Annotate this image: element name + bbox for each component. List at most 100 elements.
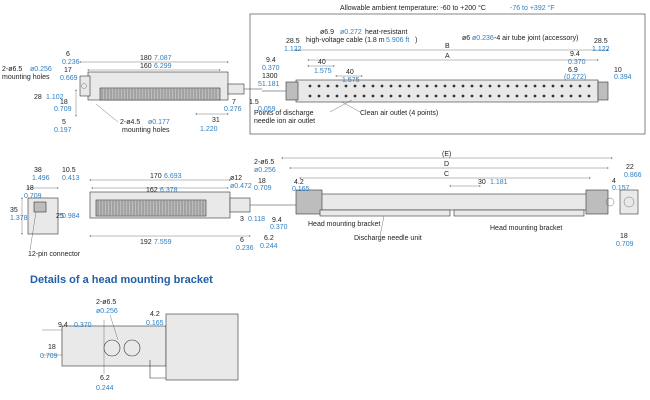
temp-label-f: -76 to +392 °F <box>510 4 555 12</box>
d38-mm: 38 <box>34 167 42 174</box>
detail-d94-in: 0.370 <box>74 322 92 329</box>
discharge-point <box>407 84 411 88</box>
dim-28-in: 1.102 <box>46 94 64 101</box>
detail-lip <box>149 360 166 379</box>
dim-180-mm: 180 <box>140 55 152 62</box>
dim-18-in: 0.709 <box>54 106 72 113</box>
note-clean: Clean air outlet (4 points) <box>360 110 438 117</box>
discharge-point <box>452 84 456 88</box>
mount-holes-in: ø0.256 <box>30 66 52 73</box>
discharge-point <box>560 94 564 98</box>
tube-label: -4 air tube joint (accessory) <box>494 35 578 42</box>
discharge-point <box>416 94 420 98</box>
discharge-point <box>407 94 411 98</box>
letter-E: (E) <box>442 151 451 158</box>
connector-socket <box>33 201 47 213</box>
discharge-point <box>470 84 474 88</box>
discharge-point <box>398 84 402 88</box>
discharge-point <box>434 84 438 88</box>
discharge-point <box>479 84 483 88</box>
heat-sink-fins <box>101 89 217 99</box>
top-right-view: ø6.9 ø0.272 heat-resistant high-voltage … <box>249 13 646 135</box>
discharge-point <box>578 94 582 98</box>
discharge-point <box>425 94 429 98</box>
discharge-point <box>344 84 348 88</box>
d35-in: 1.378 <box>10 215 28 222</box>
letter-B: B <box>445 43 450 50</box>
discharge-point <box>479 94 483 98</box>
discharge-point <box>569 84 573 88</box>
discharge-point <box>560 84 564 88</box>
r-d94-mm: 9.4 <box>570 51 580 58</box>
d94-mm: 9.4 <box>266 57 276 64</box>
discharge-point <box>362 84 366 88</box>
heat-sink-mid <box>95 199 207 217</box>
d40b-mm: 40 <box>346 69 354 76</box>
discharge-point <box>380 94 384 98</box>
dim-6-in: 0.236 <box>62 59 80 66</box>
discharge-point <box>461 94 465 98</box>
cable-gland-mid <box>229 197 251 213</box>
dim-7-mm: 7 <box>232 99 236 106</box>
discharge-point <box>317 94 321 98</box>
d30-mm: 30 <box>478 179 486 186</box>
discharge-point <box>416 84 420 88</box>
holes45-leader <box>95 103 119 123</box>
d40a-in: 1.575 <box>314 68 332 75</box>
discharge-point <box>308 94 312 98</box>
discharge-point <box>488 94 492 98</box>
d38-in: 1.496 <box>32 175 50 182</box>
detail-d18-in: 0.709 <box>40 353 58 360</box>
discharge-point <box>443 94 447 98</box>
detail-d42-mm: 4.2 <box>150 311 160 318</box>
mid-right-view: (E) D C 30 1.181 2-ø6.5 ø0.256 18 0.709 … <box>254 151 642 250</box>
head-bracket-right <box>585 189 609 215</box>
holes45-in: ø0.177 <box>148 119 170 126</box>
d192-mm: 192 <box>140 239 152 246</box>
detail-d62-in: 0.244 <box>96 385 114 392</box>
detail-d62-mm: 6.2 <box>100 375 110 382</box>
d62-in: 0.244 <box>260 243 278 250</box>
bar-end-left <box>285 81 299 101</box>
heat-sink-fins-mid <box>97 201 204 215</box>
holes45-mm: 2-ø4.5 <box>120 119 140 126</box>
dim-15-mm: 1.5 <box>249 99 259 106</box>
r-d10-in: 0.394 <box>614 74 632 81</box>
dim-160-mm: 160 <box>140 63 152 70</box>
r18-in: 0.709 <box>616 241 634 248</box>
cable-in: ø0.272 <box>340 29 362 36</box>
r-d10-mm: 10 <box>614 67 622 74</box>
detail-d94-mm: 9.4 <box>58 322 68 329</box>
discharge-point <box>335 94 339 98</box>
d170-in: 6.693 <box>164 173 182 180</box>
discharge-point <box>569 94 573 98</box>
d94-in: 0.370 <box>262 65 280 72</box>
dim-5-mm: 5 <box>62 119 66 126</box>
discharge-point <box>353 94 357 98</box>
mount-holes-label: mounting holes <box>2 74 50 81</box>
lbl-head1: Head mounting bracket <box>308 221 380 228</box>
d40b-in: 1.575 <box>342 77 360 84</box>
d285-in: 1.122 <box>284 46 302 53</box>
dim-160-in: 6.299 <box>154 63 172 70</box>
d3-in: 0.118 <box>248 216 265 223</box>
discharge-point <box>335 84 339 88</box>
discharge-point <box>434 94 438 98</box>
r-d69-mm: 6.9 <box>568 67 578 74</box>
d1300-mm: 1300 <box>262 73 278 80</box>
discharge-point <box>578 84 582 88</box>
cable-gland <box>227 83 245 95</box>
head-bracket-left <box>295 189 323 215</box>
r-d285-mm: 28.5 <box>594 38 608 45</box>
d35-mm: 35 <box>10 207 18 214</box>
discharge-point <box>551 84 555 88</box>
d22-in: 0.866 <box>624 172 642 179</box>
r-d69-in: (0.272) <box>564 74 586 81</box>
dim-18-mm: 18 <box>60 99 68 106</box>
d12-in: ø0.472 <box>230 183 252 190</box>
detail-bracket <box>61 325 167 367</box>
discharge-points <box>308 84 591 98</box>
discharge-point <box>371 94 375 98</box>
head-end-hole <box>623 196 635 208</box>
